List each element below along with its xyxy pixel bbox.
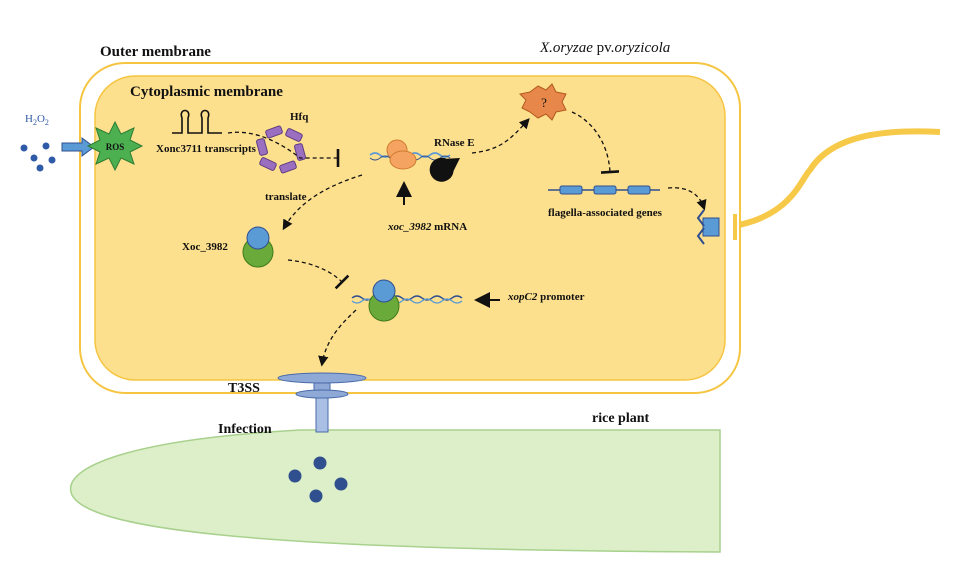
- ros-burst: [86, 120, 144, 172]
- flagella-genes-label: flagella-associated genes: [548, 207, 663, 219]
- ros-label: ROS: [106, 142, 125, 152]
- translate-label: translate: [265, 191, 307, 203]
- t3ss-apparatus: [277, 372, 367, 433]
- rice-plant-label: rice plant: [592, 411, 649, 426]
- infection-label: Infection: [218, 422, 272, 437]
- h2o2-sub2: 2: [45, 118, 49, 127]
- promoter-label: xopC2 promoter: [507, 291, 585, 303]
- outer-membrane-label: Outer membrane: [100, 44, 211, 60]
- unknown-factor-shape: [518, 83, 567, 121]
- hfq-hexamer: [256, 125, 306, 174]
- unknown-inhibit-line: [571, 111, 620, 174]
- cytoplasmic-membrane: [94, 75, 726, 381]
- hfq-label: Hfq: [290, 111, 309, 123]
- h2o2-h: H: [25, 113, 33, 125]
- cytoplasmic-membrane-label: Cytoplasmic membrane: [130, 84, 283, 100]
- promoter-to-t3ss-arrow: [318, 309, 357, 367]
- flagella-genes: [548, 185, 660, 195]
- unknown-factor-label: ?: [541, 95, 547, 110]
- promoter-suffix: promoter: [537, 291, 584, 303]
- protein-inhibit-line: [287, 259, 350, 290]
- xonc3711-stem-loops: [172, 109, 222, 134]
- mrna-label: xoc_3982 mRNA: [387, 221, 467, 233]
- organism-pv: pv.: [593, 40, 615, 56]
- promoter-gene: xopC2: [507, 291, 538, 303]
- h2o2-o: O: [37, 113, 45, 125]
- rnase-to-unknown-arrow: [471, 118, 530, 154]
- t3ss-label: T3SS: [228, 381, 260, 396]
- rice-plant-leaf: [69, 429, 721, 553]
- organism-genus: X.oryzae: [539, 40, 593, 56]
- translate-arrow: [282, 174, 363, 231]
- rnase-e-label: RNase E: [434, 137, 475, 149]
- h2o2-label: H2O2: [25, 113, 49, 127]
- ribosome: [386, 139, 417, 170]
- xoc3982-protein: [242, 226, 274, 268]
- h2o2-molecules: [20, 142, 56, 172]
- effector-proteins: [288, 456, 348, 503]
- bound-xoc3982-protein: [368, 279, 400, 322]
- h2o2-entry-arrow: [61, 137, 95, 157]
- h2o2-sub1: 2: [33, 118, 37, 127]
- rnase-e-enzyme: [429, 157, 460, 182]
- mrna-suffix: mRNA: [431, 221, 467, 233]
- xoc3982-protein-label: Xoc_3982: [182, 241, 228, 253]
- flagellar-motor: [696, 209, 737, 245]
- xonc-inhibit-line: [227, 131, 340, 168]
- flagellum: [717, 128, 941, 231]
- mrna-gene: xoc_3982: [387, 221, 432, 233]
- organism-label: X.oryzae pv.oryzicola: [539, 40, 670, 56]
- xonc3711-label: Xonc3711 transcripts: [156, 143, 257, 155]
- organism-pathovar: oryzicola: [614, 40, 670, 56]
